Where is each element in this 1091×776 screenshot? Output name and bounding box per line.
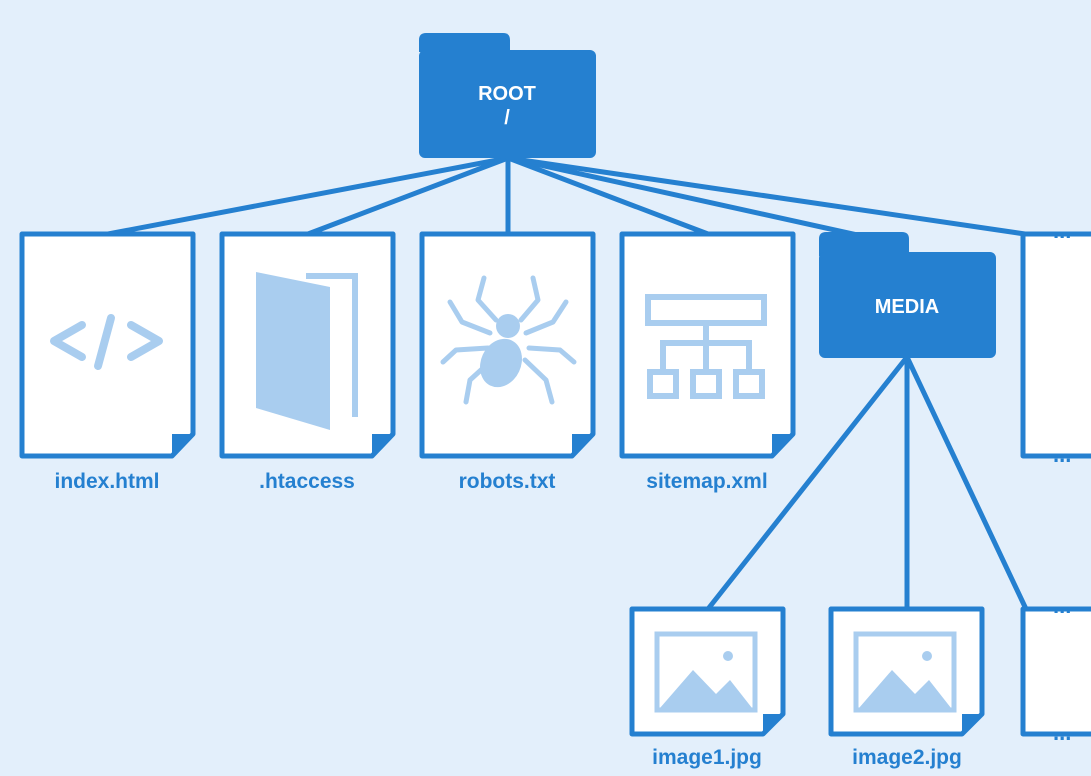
partial-item-row1: ... ... (1020, 218, 1091, 467)
connector-root-sitemap (505, 155, 711, 237)
sitemap-icon (645, 294, 767, 399)
door-icon (256, 272, 358, 430)
connector-lines (105, 155, 1029, 612)
media-folder-body (819, 252, 996, 358)
root-folder-body (419, 50, 596, 158)
file-label-image1: image1.jpg (652, 746, 762, 769)
connector-media-more (904, 354, 1029, 612)
ellipsis-more-top: ... (1053, 593, 1071, 618)
file-corner-fold (372, 434, 393, 456)
root-folder-tab (419, 33, 510, 52)
file-card-htaccess[interactable]: .htaccess (219, 231, 396, 493)
image-icon (853, 631, 957, 713)
partial-item-row2: ... ... (1020, 593, 1091, 745)
file-label-index: index.html (54, 470, 159, 493)
connector-root-index (105, 155, 511, 237)
image-icon (654, 631, 758, 713)
media-folder[interactable]: MEDIA (819, 232, 996, 358)
file-card-image1[interactable]: image1.jpg (629, 606, 786, 769)
file-corner-fold (572, 434, 593, 456)
file-corner-fold (772, 434, 793, 456)
file-label-image2: image2.jpg (852, 746, 962, 769)
connector-media-image1 (705, 354, 910, 612)
media-folder-name: MEDIA (875, 296, 939, 318)
code-icon (50, 314, 163, 370)
root-folder[interactable]: ROOT / (419, 33, 596, 158)
file-label-sitemap: sitemap.xml (646, 470, 767, 493)
connector-root-more (505, 155, 1028, 237)
connector-root-htaccess (305, 155, 511, 237)
file-card-sitemap[interactable]: sitemap.xml (619, 231, 796, 493)
file-card-image2[interactable]: image2.jpg (828, 606, 985, 769)
root-folder-name: ROOT (478, 83, 536, 105)
file-corner-fold (962, 714, 982, 734)
file-label-htaccess: .htaccess (259, 470, 355, 493)
root-folder-path: / (504, 107, 510, 129)
spider-icon (440, 275, 577, 405)
file-corner-fold (172, 434, 193, 456)
media-folder-tab (819, 232, 909, 256)
file-card-robots[interactable]: robots.txt (419, 231, 596, 493)
ellipsis-more-top: ... (1053, 218, 1071, 243)
file-card-index[interactable]: index.html (19, 231, 196, 493)
ellipsis-more-bottom: ... (1053, 442, 1071, 467)
connector-root-media (505, 155, 883, 243)
file-label-robots: robots.txt (459, 470, 556, 493)
ellipsis-more-bottom: ... (1053, 720, 1071, 745)
file-corner-fold (763, 714, 783, 734)
